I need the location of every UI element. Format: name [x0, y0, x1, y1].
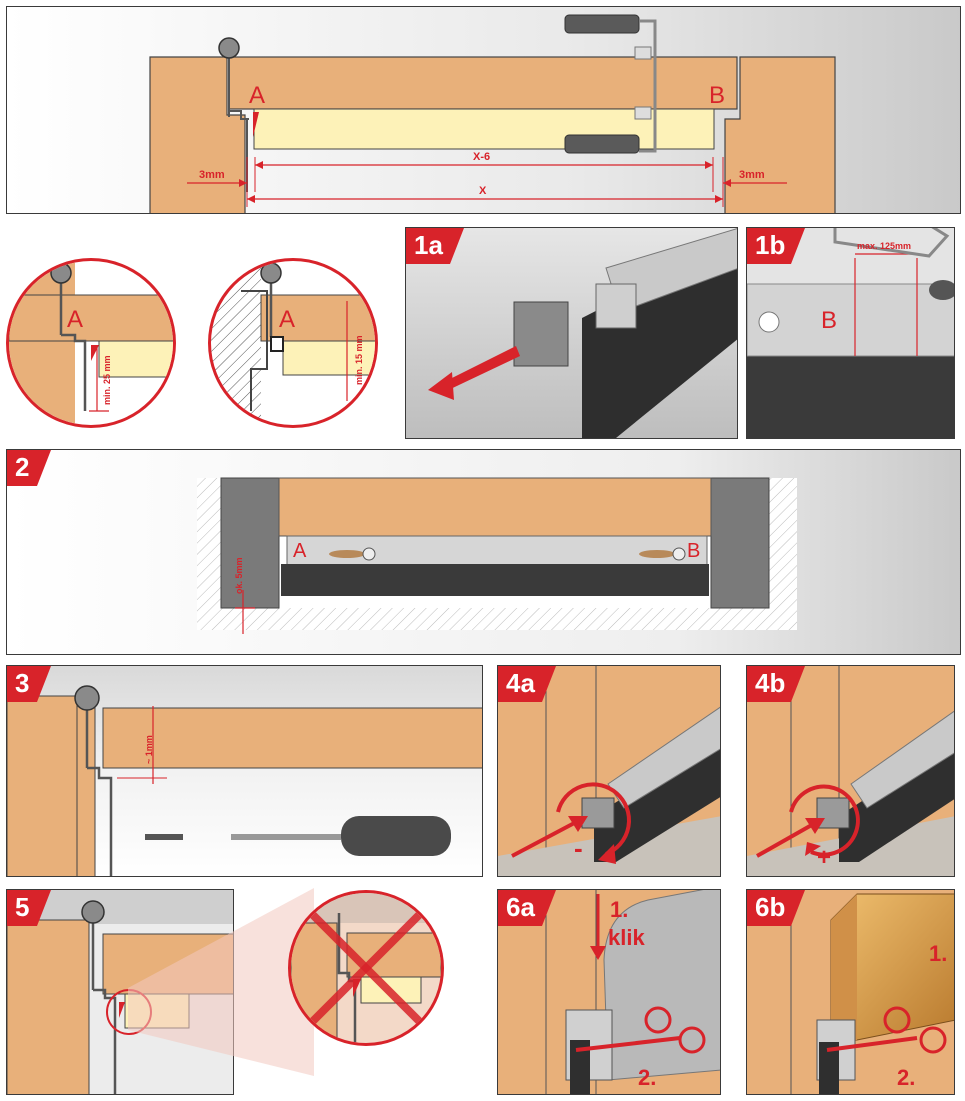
step-6b-tag: 6b	[747, 890, 805, 926]
step-6a-panel: 1. klik 2. 6a	[497, 889, 721, 1095]
step-1a-panel: 1a	[405, 227, 738, 439]
detail-circle-left: A min. 25 mm	[6, 258, 176, 428]
step-1b-panel: B max. 125mm 1b	[746, 227, 955, 439]
step-3-tag-label: 3	[15, 668, 30, 698]
step-2-label-b: B	[687, 540, 701, 562]
step-2-panel: A B ok. 5mm 2	[6, 449, 961, 655]
top-overview-panel: A B X-6 X 3mm 3mm	[6, 6, 961, 214]
gap-left-label: 3mm	[199, 169, 225, 181]
dim-x: X	[479, 185, 487, 197]
step-5-tag: 5	[7, 890, 51, 926]
top-label-a: A	[249, 82, 266, 109]
detail-circle-right: A min. 15 mm	[208, 258, 378, 428]
step-1b-label: B	[821, 307, 838, 334]
step-5-wrong-detail-circle	[288, 890, 444, 1046]
step-6a-tag: 6a	[498, 890, 556, 926]
step-4a-tag: 4a	[498, 666, 556, 702]
step-4b-tag: 4b	[747, 666, 805, 702]
step-4b-sign: +	[817, 844, 832, 871]
step-4a-tag-label: 4a	[506, 668, 535, 698]
step-2-label-a: A	[293, 540, 307, 562]
step-4a-sign: -	[574, 833, 583, 863]
step-3-panel: ~ 1mm 3	[6, 665, 483, 877]
step-6a-klik: klik	[608, 925, 645, 950]
step-2-tag: 2	[7, 450, 51, 486]
step-1a-tag-label: 1a	[414, 230, 443, 260]
step-6a-step1: 1.	[610, 897, 629, 922]
dim-x6: X-6	[473, 151, 491, 163]
step-4b-tag-label: 4b	[755, 668, 786, 698]
step-1a-tag: 1a	[406, 228, 464, 264]
step-5-zoom-rays	[128, 888, 314, 1076]
step-3-tag: 3	[7, 666, 51, 702]
gap-right-label: 3mm	[739, 169, 765, 181]
step-6b-step2: 2.	[897, 1065, 916, 1090]
step-2-dim: ok. 5mm	[234, 557, 244, 594]
top-label-b: B	[709, 82, 726, 109]
detail-left-label: A	[67, 306, 84, 333]
step-1b-tag-label: 1b	[755, 230, 786, 260]
step-6a-tag-label: 6a	[506, 892, 535, 922]
detail-left-dim: min. 25 mm	[102, 355, 112, 405]
step-1b-dim: max. 125mm	[857, 241, 912, 251]
detail-right-label: A	[279, 306, 296, 333]
step-6a-step2: 2.	[638, 1065, 657, 1090]
step-6b-panel: 1. 2. 6b	[746, 889, 955, 1095]
step-6b-step1: 1.	[929, 941, 948, 966]
step-6b-tag-label: 6b	[755, 892, 786, 922]
step-4a-panel: - 4a	[497, 665, 721, 877]
step-1b-tag: 1b	[747, 228, 805, 264]
step-2-tag-label: 2	[15, 452, 30, 482]
detail-right-dim: min. 15 mm	[354, 335, 364, 385]
step-5-tag-label: 5	[15, 892, 30, 922]
step-4b-panel: + 4b	[746, 665, 955, 877]
top-overview-drawing	[7, 7, 960, 213]
step-3-dim: ~ 1mm	[144, 735, 154, 764]
